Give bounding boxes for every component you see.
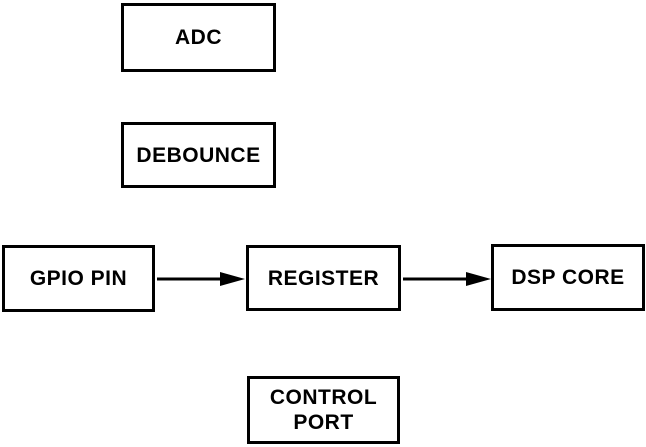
node-control-port: CONTROL PORT: [247, 376, 400, 444]
node-dsp-core: DSP CORE: [491, 244, 645, 311]
node-debounce-label: DEBOUNCE: [136, 143, 261, 167]
node-debounce: DEBOUNCE: [121, 122, 276, 188]
node-register-label: REGISTER: [267, 266, 380, 290]
node-adc-label: ADC: [175, 26, 222, 49]
node-register: REGISTER: [246, 245, 401, 311]
node-gpio-pin: GPIO PIN: [2, 245, 155, 312]
node-dsp-core-label: DSP CORE: [511, 266, 625, 289]
node-control-port-label: CONTROL PORT: [269, 386, 378, 434]
node-adc: ADC: [121, 3, 276, 72]
arrow-register-to-dsp-core: [403, 272, 491, 286]
node-gpio-pin-label: GPIO PIN: [29, 267, 128, 290]
arrow-gpio-pin-to-register: [157, 272, 245, 286]
